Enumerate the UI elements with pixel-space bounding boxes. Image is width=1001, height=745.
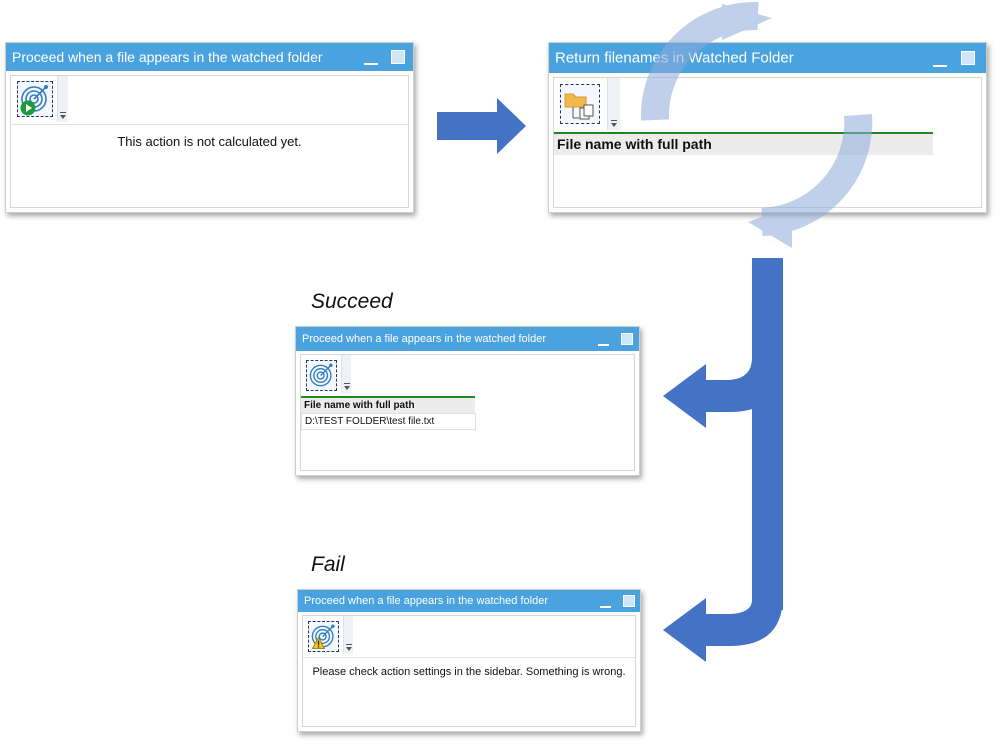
action-icon-button[interactable] — [308, 621, 339, 652]
action-icon-button[interactable] — [306, 360, 337, 391]
maximize-button[interactable] — [621, 333, 633, 345]
window-body: File name with full path D:\TEST FOLDER\… — [300, 354, 635, 471]
maximize-button[interactable] — [961, 51, 975, 65]
window-titlebar: Proceed when a file appears in the watch… — [6, 43, 413, 71]
target-radar-icon — [311, 624, 335, 648]
grid-column-header[interactable]: File name with full path — [554, 132, 933, 155]
window-titlebar: Proceed when a file appears in the watch… — [298, 590, 640, 612]
window-body: Please check action settings in the side… — [302, 615, 636, 727]
toolbar-dropdown-button[interactable] — [343, 616, 353, 654]
minimize-button[interactable] — [598, 344, 609, 346]
watch-folder-window-succeed: Proceed when a file appears in the watch… — [295, 326, 640, 476]
minimize-button[interactable] — [933, 65, 947, 67]
action-icon-button[interactable] — [560, 84, 600, 124]
grid-row-cell[interactable]: D:\TEST FOLDER\test file.txt — [301, 413, 476, 430]
status-message: This action is not calculated yet. — [117, 134, 302, 149]
status-message: Please check action settings in the side… — [312, 666, 626, 678]
window-title: Proceed when a file appears in the watch… — [304, 595, 548, 607]
window-body: File name with full path — [553, 77, 982, 208]
minimize-button[interactable] — [364, 63, 378, 65]
toolbar-dropdown-button[interactable] — [341, 355, 351, 393]
target-radar-icon — [309, 363, 333, 387]
window-body: This action is not calculated yet. — [10, 75, 409, 208]
succeed-label: Succeed — [311, 290, 393, 313]
maximize-button[interactable] — [623, 595, 635, 607]
play-badge-icon — [20, 100, 36, 116]
fail-label: Fail — [311, 553, 345, 576]
window-titlebar: Proceed when a file appears in the watch… — [296, 327, 639, 351]
folder-files-icon — [564, 93, 594, 120]
warning-badge-icon — [312, 637, 325, 649]
action-icon-button[interactable] — [17, 81, 53, 117]
window-title: Proceed when a file appears in the watch… — [12, 49, 323, 65]
target-radar-icon — [21, 85, 48, 112]
toolbar-dropdown-button[interactable] — [57, 76, 68, 122]
watch-folder-window-fail: Proceed when a file appears in the watch… — [297, 589, 641, 732]
minimize-button[interactable] — [600, 606, 611, 608]
return-filenames-window: Return filenames in Watched Folder File … — [548, 42, 987, 213]
arrow-right-icon — [437, 98, 526, 154]
branch-arrow-icon — [663, 258, 783, 662]
refresh-cycle-icon — [640, 1, 873, 248]
watch-folder-window-initial: Proceed when a file appears in the watch… — [5, 42, 414, 213]
toolbar-dropdown-button[interactable] — [607, 78, 620, 130]
window-title: Proceed when a file appears in the watch… — [302, 333, 546, 345]
grid-column-header[interactable]: File name with full path — [301, 396, 475, 413]
maximize-button[interactable] — [391, 50, 405, 64]
